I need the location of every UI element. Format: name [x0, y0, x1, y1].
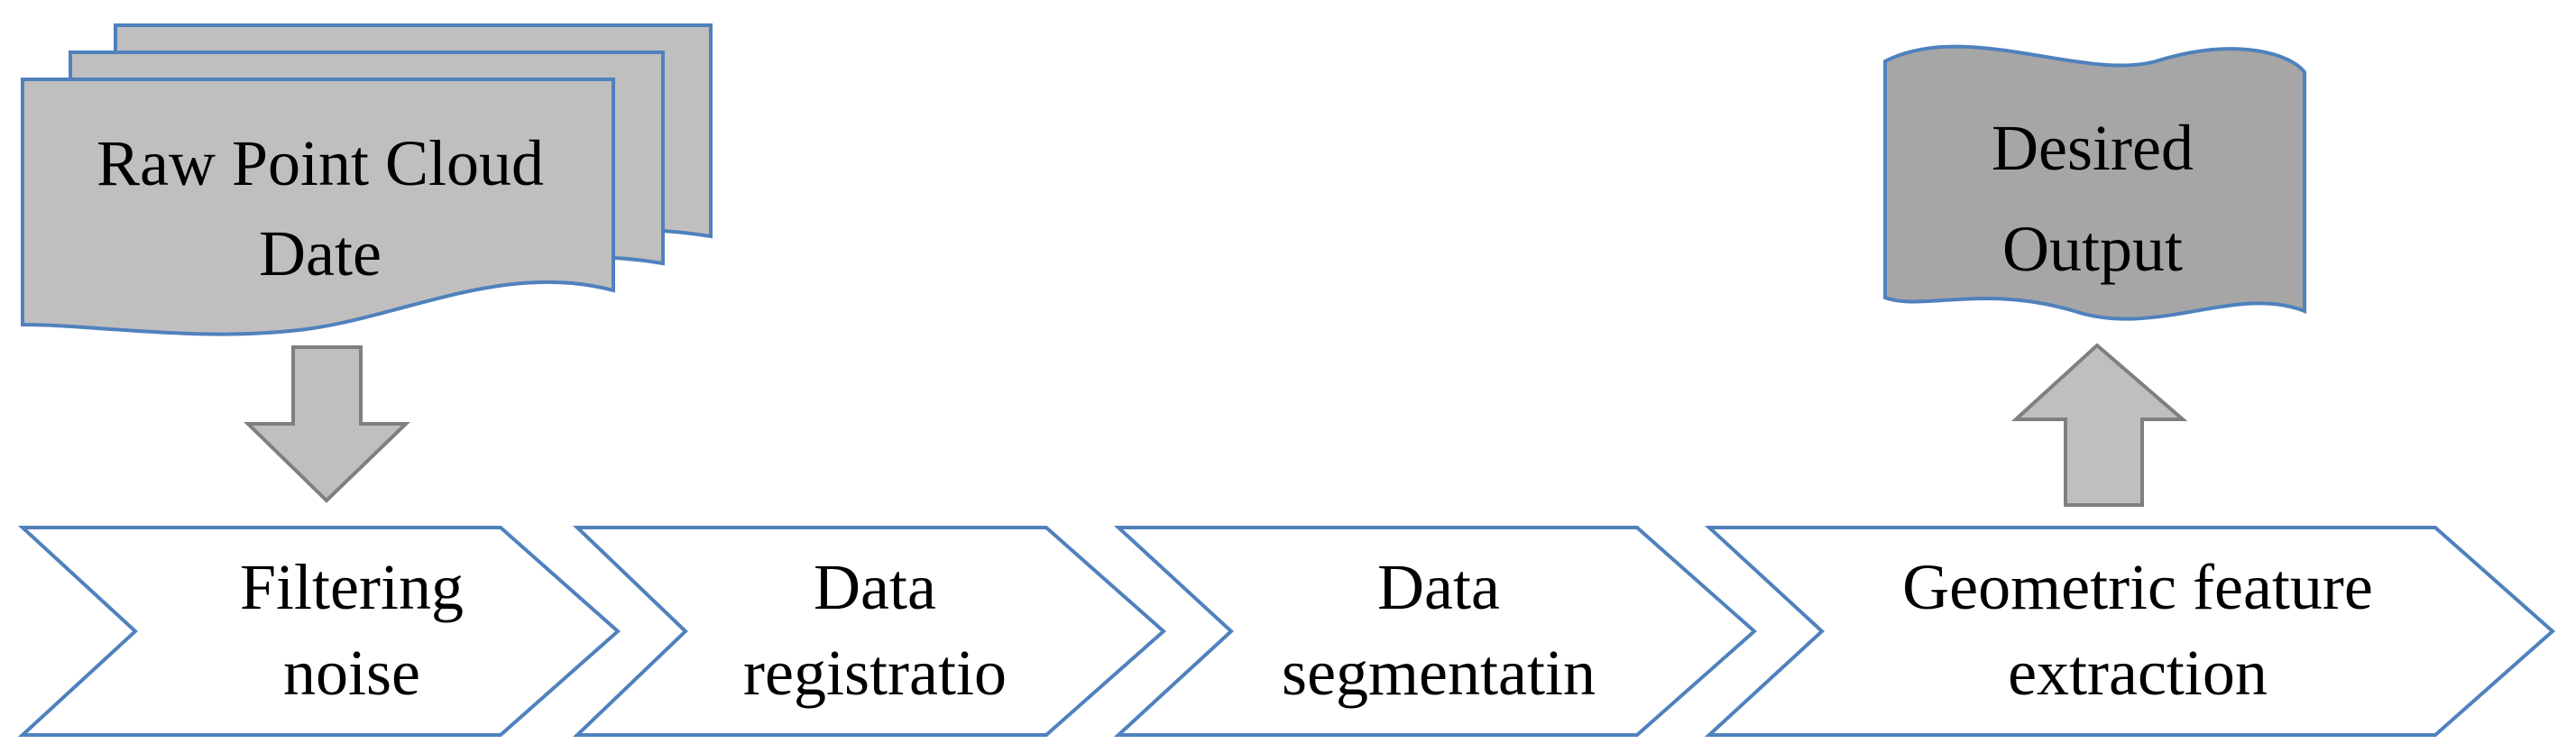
- output-label-line-1: Desired: [1992, 112, 2194, 184]
- chevron-shape: [1704, 526, 2556, 737]
- step-label-line-2: noise: [283, 637, 420, 709]
- step-label-line-1: Geometric feature: [1902, 551, 2373, 623]
- source-label-line-2: Date: [259, 217, 382, 289]
- process-chevrons: Filtering noise Data registratio Data se…: [17, 526, 2556, 737]
- step-label-line-2: segmentatin: [1282, 637, 1596, 709]
- document-front: [21, 78, 615, 336]
- step-label-line-1: Filtering: [240, 551, 464, 623]
- chevron-shape: [1113, 526, 1758, 737]
- step-data-segmentation: Data segmentatin: [1113, 526, 1758, 737]
- step-geometric-feature-extraction: Geometric feature extraction: [1704, 526, 2556, 737]
- source-label-line-1: Raw Point Cloud: [97, 127, 544, 199]
- step-label-line-2: registratio: [743, 637, 1007, 709]
- output-tape: Desired Output: [1883, 44, 2306, 321]
- chevron-shape: [573, 526, 1167, 737]
- source-document-stack: Raw Point Cloud Date: [21, 23, 713, 336]
- step-label-line-2: extraction: [2008, 637, 2268, 709]
- step-filtering-noise: Filtering noise: [17, 526, 621, 737]
- down-arrow-icon: [244, 345, 410, 503]
- chevron-shape: [17, 526, 621, 737]
- step-label-line-1: Data: [1377, 551, 1500, 623]
- output-tape-shape: [1883, 44, 2306, 321]
- up-arrow-icon: [2010, 343, 2188, 507]
- output-label-line-2: Output: [2002, 213, 2183, 285]
- step-label-line-1: Data: [814, 551, 936, 623]
- step-data-registration: Data registratio: [573, 526, 1167, 737]
